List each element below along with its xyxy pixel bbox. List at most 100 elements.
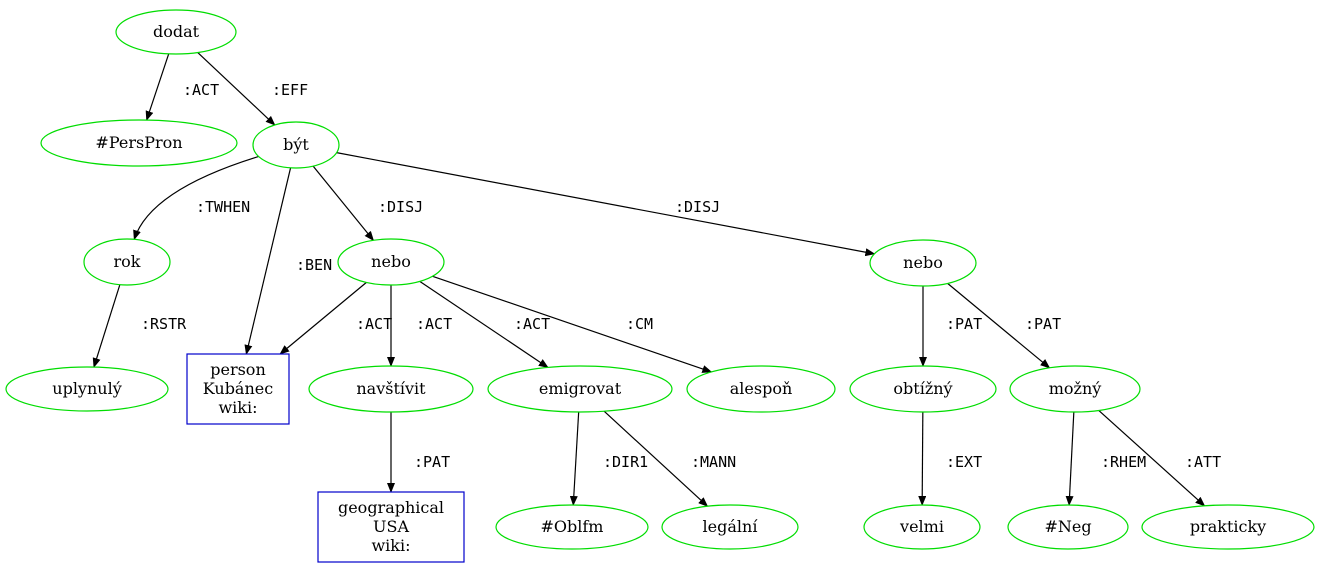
edge-e14: :PAT — [387, 412, 450, 493]
node-label: wiki: — [371, 536, 410, 555]
node-legalni: legální — [661, 504, 799, 550]
node-rok: rok — [83, 238, 171, 286]
edge-e2: :EFF — [197, 52, 308, 126]
node-ellipse — [1009, 365, 1141, 413]
node-ellipse — [686, 365, 836, 413]
node-box — [186, 353, 290, 425]
node-oblfm: #Oblfm — [495, 504, 649, 550]
edge-e17: :EXT — [918, 411, 982, 506]
edge-line — [279, 281, 367, 355]
node-ellipse — [1007, 504, 1129, 550]
edge-line — [1065, 411, 1075, 507]
edge-label: :ACT — [356, 315, 392, 333]
edge-line — [133, 155, 259, 241]
node-label: #PersPron — [95, 133, 182, 152]
node-label: #Oblfm — [541, 517, 604, 536]
edge-e16: :MANN — [603, 410, 736, 507]
edge-e9: :ACT — [387, 285, 452, 367]
edge-e12: :PAT — [919, 286, 982, 367]
edge-e15: :DIR1 — [569, 411, 648, 507]
node-obtizny: obtížný — [849, 365, 997, 413]
edge-e19: :ATT — [1098, 409, 1221, 507]
edge-line — [419, 280, 549, 369]
node-label: person — [210, 360, 266, 379]
edge-line — [918, 411, 927, 506]
node-ellipse — [495, 504, 649, 550]
node-ellipse — [83, 238, 171, 286]
node-label: wiki: — [218, 398, 257, 417]
edge-label: :BEN — [296, 256, 332, 274]
node-label: dodat — [153, 22, 200, 41]
node-ellipse — [869, 239, 977, 287]
edge-e13: :PAT — [947, 282, 1061, 369]
edge-label: :PAT — [946, 315, 982, 333]
node-ellipse — [1141, 504, 1315, 550]
edge-line — [312, 165, 375, 242]
edge-label: :DISJ — [675, 198, 720, 216]
node-ellipse — [337, 238, 445, 286]
node-ellipse — [40, 119, 238, 167]
edge-label: :PAT — [414, 453, 450, 471]
edge-line — [603, 410, 709, 507]
edge-e7: :RSTR — [92, 284, 187, 369]
node-label: být — [283, 135, 309, 154]
node-nebo2: nebo — [869, 239, 977, 287]
edge-line — [92, 284, 121, 369]
edge-line — [145, 53, 170, 122]
node-prakticky: prakticky — [1141, 504, 1315, 550]
edge-e4: :BEN — [244, 167, 332, 355]
node-label: alespoň — [730, 379, 793, 398]
node-label: USA — [373, 517, 409, 536]
node-label: nebo — [903, 253, 943, 272]
node-label: nebo — [371, 252, 411, 271]
edge-line — [336, 152, 876, 257]
edge-label: :CM — [626, 315, 653, 333]
node-ellipse — [863, 504, 981, 550]
edges-layer: :ACT:EFF:TWHEN:BEN:DISJ:DISJ:RSTR:ACT:AC… — [92, 52, 1221, 507]
node-label: #Neg — [1044, 517, 1091, 536]
node-ellipse — [308, 365, 474, 413]
node-label: obtížný — [893, 379, 952, 398]
node-label: prakticky — [1190, 517, 1266, 536]
node-neg: #Neg — [1007, 504, 1129, 550]
node-emigrovat: emigrovat — [487, 365, 673, 413]
node-ellipse — [661, 504, 799, 550]
edge-e10: :ACT — [419, 280, 550, 369]
node-byt: být — [252, 121, 340, 169]
node-mozny: možný — [1009, 365, 1141, 413]
edge-line — [197, 52, 276, 126]
edge-line — [432, 275, 713, 373]
node-label: uplynulý — [52, 379, 121, 398]
node-label: geographical — [338, 498, 444, 517]
node-nebo1: nebo — [337, 238, 445, 286]
node-label: Kubánec — [203, 379, 273, 398]
edge-line — [947, 282, 1051, 369]
edge-label: :ATT — [1185, 453, 1221, 471]
node-ellipse — [849, 365, 997, 413]
nodes-layer: dodat #PersPron být rok nebo nebo uplynulý pers… — [5, 9, 1315, 563]
node-ellipse — [487, 365, 673, 413]
edge-label: :MANN — [691, 453, 736, 471]
edge-label: :DISJ — [378, 198, 423, 216]
edge-label: :ACT — [183, 81, 219, 99]
edge-e6: :DISJ — [336, 152, 876, 257]
edge-label: :EXT — [946, 453, 982, 471]
edge-e18: :RHEM — [1065, 411, 1146, 507]
edge-e11: :CM — [432, 275, 713, 373]
edge-line — [244, 167, 292, 355]
edge-label: :DIR1 — [603, 453, 648, 471]
node-box — [317, 491, 465, 563]
node-dodat: dodat — [115, 9, 237, 55]
edge-e8: :ACT — [279, 281, 392, 355]
node-uplynuly: uplynulý — [5, 366, 169, 412]
edge-label: :RSTR — [141, 315, 187, 333]
edge-label: :PAT — [1025, 315, 1061, 333]
node-perspron: #PersPron — [40, 119, 238, 167]
edge-e1: :ACT — [145, 53, 219, 122]
edge-line — [569, 411, 580, 507]
node-label: emigrovat — [539, 379, 622, 398]
edge-label: :RHEM — [1101, 453, 1146, 471]
